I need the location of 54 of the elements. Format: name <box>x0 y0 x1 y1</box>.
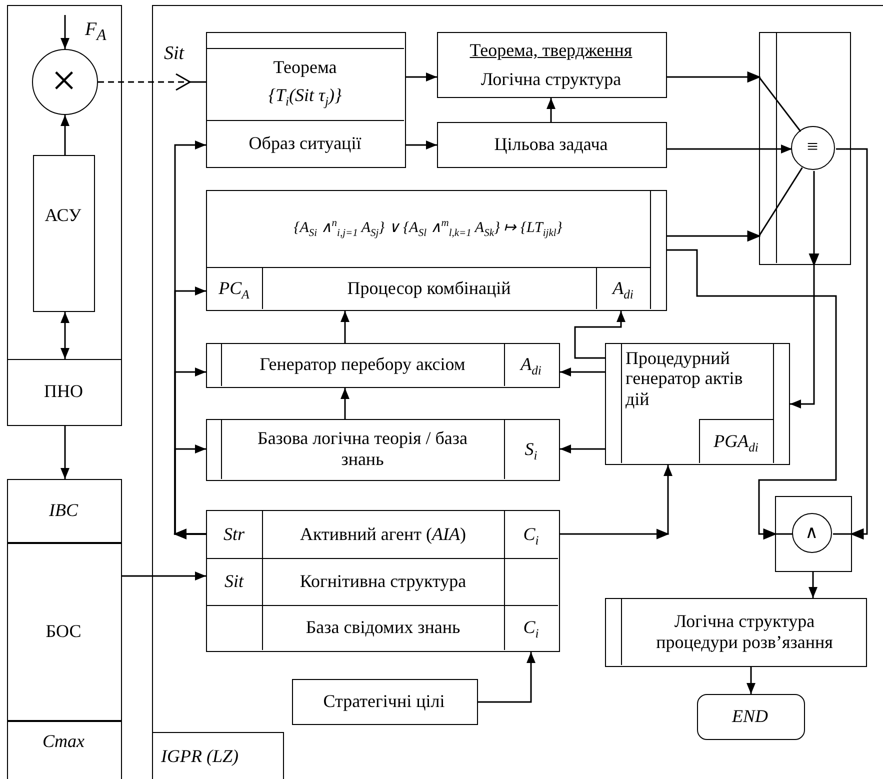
section-box <box>6 542 122 720</box>
box-label: Процедурний генератор актів дій <box>626 348 744 410</box>
process-box <box>292 678 478 724</box>
process-box <box>32 154 94 312</box>
box-label: Процесор комбінацій <box>347 278 511 298</box>
equivalence-circle <box>791 126 835 170</box>
comparator-box <box>758 32 850 264</box>
cell-text: PGA$_{di}$ <box>714 430 758 452</box>
box-label: АСУ <box>44 205 82 226</box>
box-label: Образ ситуації <box>248 132 362 154</box>
system-panel <box>152 5 883 779</box>
box-label: IBC <box>49 500 78 520</box>
process-box <box>206 342 560 388</box>
box-label: Логічна структура процедури розв’язання <box>655 610 834 652</box>
cell-text: Когнітивна структура <box>300 571 466 592</box>
cell-text: База свідомих знань <box>306 617 460 638</box>
generator-box <box>604 342 790 464</box>
operator-symbol: ∧ <box>805 522 818 543</box>
cell-text: C$_{i}$ <box>523 524 539 544</box>
conjunction-circle <box>792 513 832 553</box>
box-label: Cmax <box>42 731 84 752</box>
cell-text: Активний агент (AIA) <box>300 524 466 544</box>
process-box <box>206 418 560 480</box>
operator-symbol: × <box>52 56 76 106</box>
box-label: Цільова задача <box>494 134 608 154</box>
formula: {T$_{i}$(Sit τ$_{j}$)} <box>268 85 342 106</box>
process-box <box>436 122 666 168</box>
box-label: Теорема, твердження <box>470 40 632 61</box>
panel-title: IGPR (LZ) <box>161 746 238 767</box>
cell-text: A$_{di}$ <box>612 278 634 298</box>
cell-text: Sit <box>224 571 244 592</box>
theorem-box <box>206 32 406 168</box>
box-label: Базова логічна теорія / база знань <box>256 428 468 470</box>
cell-text: Str <box>223 524 244 544</box>
box-label: END <box>732 706 768 726</box>
cell-text: PC$_{A}$ <box>218 278 250 298</box>
cell-text: A$_{di}$ <box>520 354 542 375</box>
terminator <box>696 694 804 740</box>
box-label: Стратегічні цілі <box>323 690 445 712</box>
process-box <box>436 32 666 98</box>
box-label: БОС <box>46 620 82 642</box>
cell-text: S$_{i}$ <box>524 438 538 460</box>
cell-text: C$_{i}$ <box>523 617 539 638</box>
agent-table <box>206 510 560 652</box>
box-label: Логічна структура <box>480 69 622 90</box>
conjunction-box <box>774 496 852 572</box>
operator-symbol: ≡ <box>806 136 818 159</box>
processor-box <box>206 190 666 310</box>
formula: {A$_{Si}$ ∧$^{n}$$_{i,j=1}$ A$_{Sj}$} ∨ {A$_{Sl}$ ∧$^{m}$$_{l,k=1}$ A$_{Sk}$} ↦ {LT$_{ijkl}$} <box>294 220 562 238</box>
box-label: Генератор перебору аксіом <box>260 354 466 375</box>
box-label: Теорема <box>273 57 337 78</box>
multiplier-circle <box>32 48 98 114</box>
box-label: ПНО <box>44 381 83 402</box>
process-box <box>604 598 866 666</box>
